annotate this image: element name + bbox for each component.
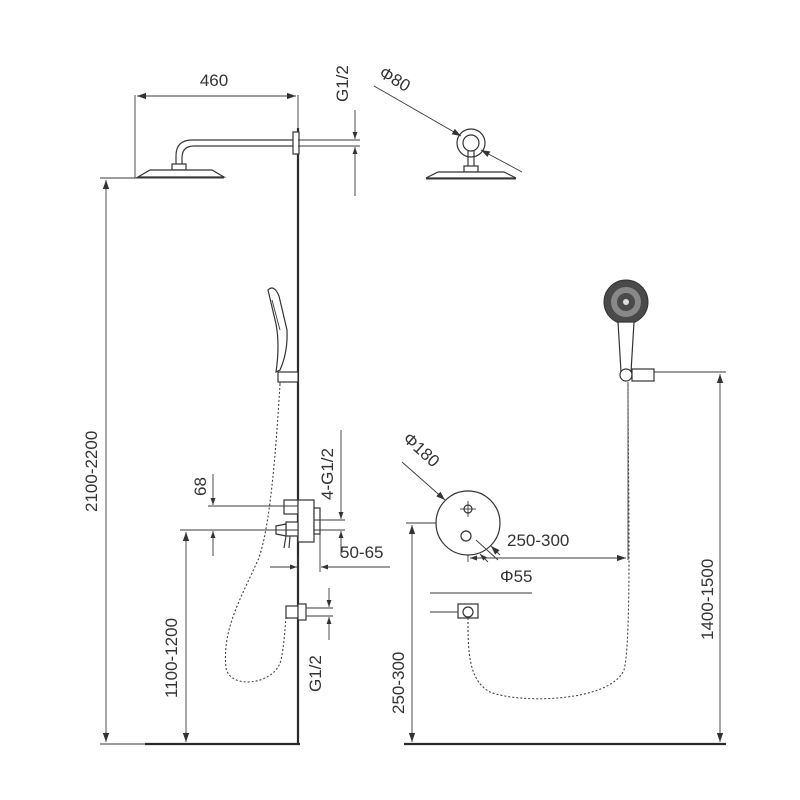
label-total-height: 2100-2200 xyxy=(82,431,101,512)
hand-shower-front xyxy=(603,279,655,382)
valve-cover-front xyxy=(435,490,501,556)
label-spout-height: 250-300 xyxy=(389,652,408,714)
hand-shower-side xyxy=(267,287,299,386)
dim-recess-depth xyxy=(270,534,390,572)
dim-spout-height xyxy=(406,522,436,742)
hose-outlet-front xyxy=(430,592,532,619)
dim-arm-length xyxy=(134,92,299,178)
label-holder-offset: 250-300 xyxy=(507,531,569,550)
label-valve-height: 1100-1200 xyxy=(162,618,181,698)
dim-spout-flange-arrow xyxy=(479,553,489,563)
label-cover-dia: Φ180 xyxy=(399,429,443,471)
label-spout-flange: Φ55 xyxy=(500,567,532,586)
dim-flange-dia xyxy=(373,85,523,173)
label-outlet-thread: G1/2 xyxy=(306,655,325,692)
label-spacing: 68 xyxy=(191,477,210,496)
label-arm-length: 460 xyxy=(200,71,228,90)
label-recess-depth: 50-65 xyxy=(340,543,383,562)
shower-arm xyxy=(175,131,300,168)
hose-outlet-side xyxy=(285,588,333,640)
label-inlets: 4-G1/2 xyxy=(318,448,337,500)
dim-inlets xyxy=(314,430,345,556)
dim-holder-offset xyxy=(467,382,629,562)
dim-valve-height xyxy=(180,529,208,742)
mixing-valve-side xyxy=(275,499,321,549)
dim-spacing xyxy=(208,474,298,556)
dim-head-inlet xyxy=(298,110,360,196)
label-holder-height: 1400-1500 xyxy=(698,559,717,640)
shower-hose-left xyxy=(224,383,287,683)
rain-shower-head-side xyxy=(135,163,227,179)
dim-holder-height xyxy=(654,371,726,742)
rain-shower-head-front xyxy=(425,128,517,180)
label-head-inlet: G1/2 xyxy=(333,65,352,102)
shower-hose-right xyxy=(467,383,630,700)
dim-total-height xyxy=(100,177,145,745)
